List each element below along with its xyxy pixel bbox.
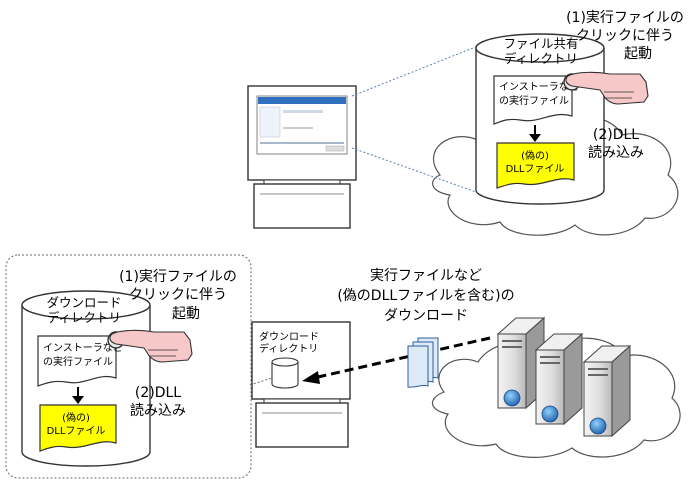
dll-label-bottom-2: DLLファイル xyxy=(47,426,106,437)
download-caption-3: ダウンロード xyxy=(384,308,468,324)
arrow-head-icon xyxy=(302,371,320,384)
step1-label-top-1: (1)実行ファイルの xyxy=(566,10,684,26)
step1-label-bottom-1: (1)実行ファイルの xyxy=(119,269,237,285)
hand-click-icon-bottom xyxy=(107,329,193,363)
step2-label-bottom-2: 読み込み xyxy=(130,402,186,419)
download-dir-label-2: ディレクトリ xyxy=(47,310,121,325)
dll-label-1: (偽の) xyxy=(521,149,549,162)
dll-document-icon xyxy=(496,142,575,189)
stacked-files-icon xyxy=(407,337,439,388)
exe-doc-label-1: インストーラなど xyxy=(499,81,579,93)
step1-label-top-3: 起動 xyxy=(624,46,652,62)
dll-label-bottom-1: (偽の) xyxy=(62,411,90,424)
exe-doc-label-bottom-1: インストーラなど xyxy=(43,342,123,354)
download-dir-label-1: ダウンロード xyxy=(46,295,121,310)
step1-label-bottom-2: クリックに伴う xyxy=(129,287,227,303)
server-icon-3 xyxy=(582,344,632,438)
share-dir-label-2: ディレクトリ xyxy=(504,51,578,66)
exe-doc-label-bottom-2: の実行ファイル xyxy=(43,355,113,368)
server-icon-1 xyxy=(496,316,546,410)
step1-label-top-2: クリックに伴う xyxy=(576,28,674,44)
link-line-lower xyxy=(351,147,477,193)
pc-label-2: ディレクトリ xyxy=(259,342,318,355)
down-arrow-icon-bottom xyxy=(72,396,84,404)
share-dir-label-1: ファイル共有 xyxy=(503,36,578,51)
download-caption-1: 実行ファイルなど xyxy=(370,268,482,284)
step1-label-bottom-3: 起動 xyxy=(172,306,200,322)
step2-label-bottom-1: (2)DLL xyxy=(135,385,181,401)
down-arrow-icon xyxy=(529,134,541,142)
download-caption-2: (偽のDLLファイルを含む)の xyxy=(337,288,514,304)
pc-label-1: ダウンロード xyxy=(259,330,319,343)
hand-click-icon xyxy=(563,71,649,105)
mini-cylinder-icon xyxy=(271,357,299,389)
dll-label-2: DLLファイル xyxy=(506,164,565,175)
exe-doc-label-2: の実行ファイル xyxy=(499,94,569,107)
zoom-frame xyxy=(5,254,252,479)
server-icon-2 xyxy=(534,332,584,426)
exe-document-icon-bottom xyxy=(37,335,117,387)
dll-document-icon-bottom xyxy=(39,404,117,452)
pc-top xyxy=(247,85,357,229)
step2-label-top-2: 読み込み xyxy=(588,144,644,161)
download-arrow-line xyxy=(317,336,491,379)
link-line-upper xyxy=(351,45,479,97)
step2-label-top-1: (2)DLL xyxy=(593,127,639,143)
exe-document-icon xyxy=(493,75,573,125)
pc-bottom xyxy=(251,321,351,448)
